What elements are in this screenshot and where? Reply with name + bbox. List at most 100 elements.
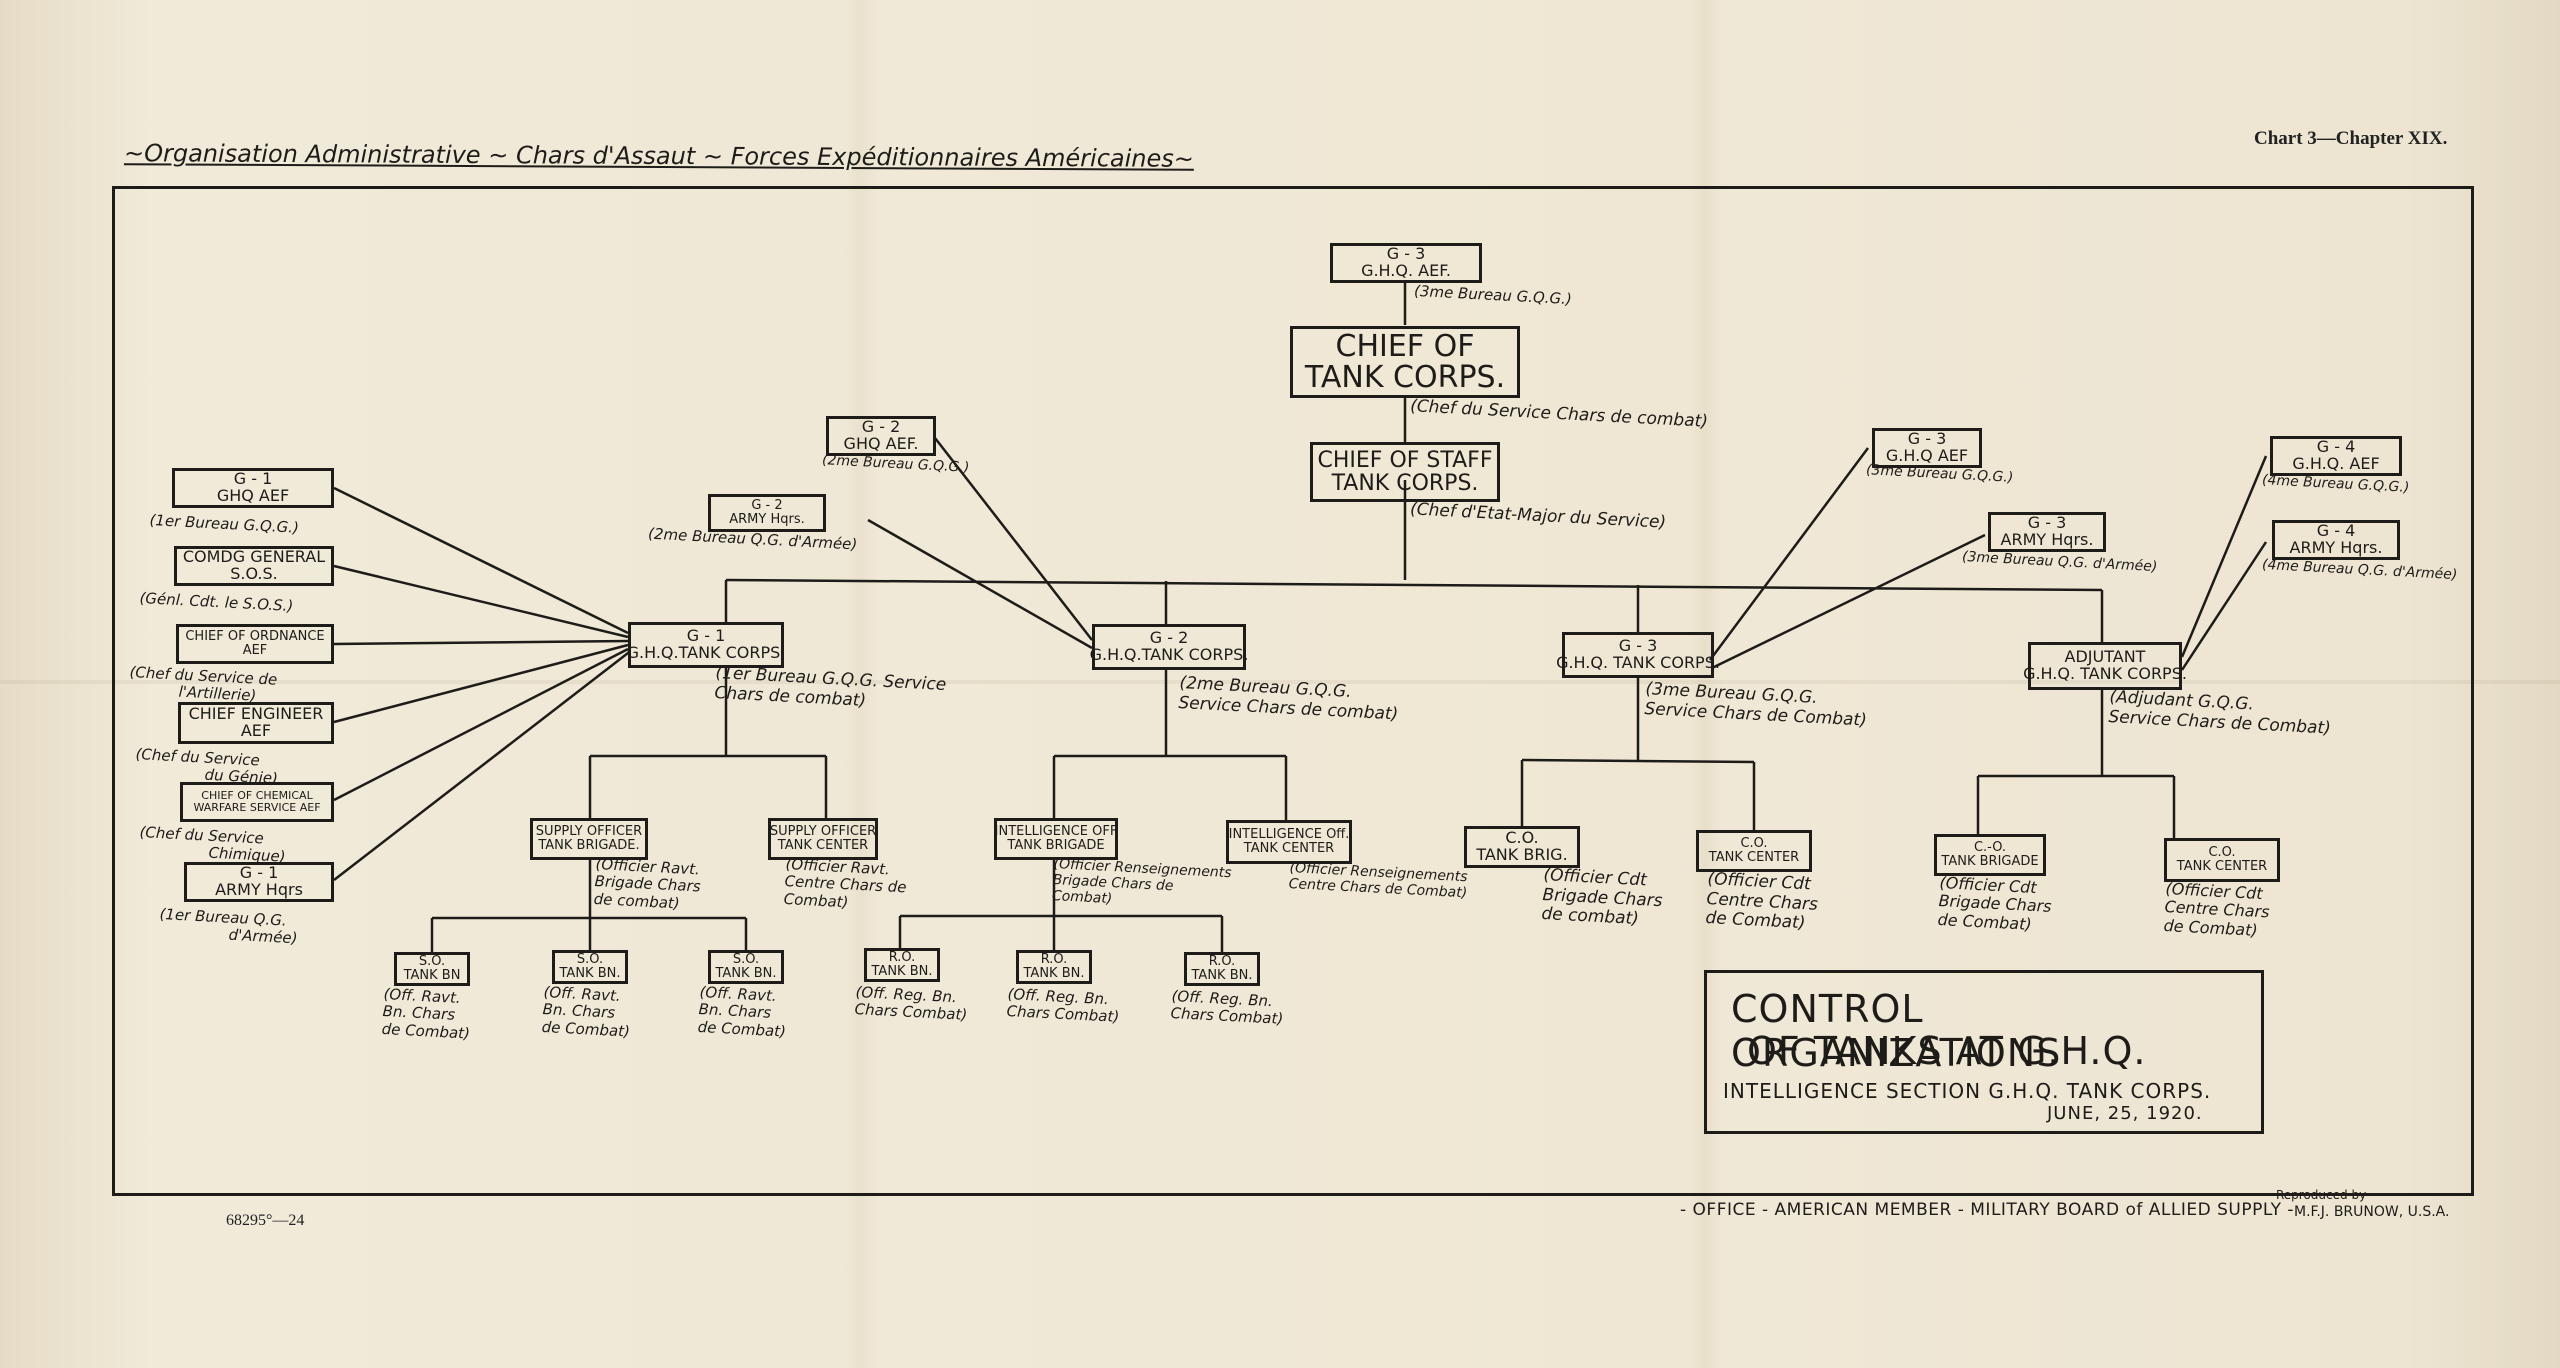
box-line-1: CHIEF OF — [1335, 328, 1475, 364]
box-line-2: TANK BN. — [1191, 968, 1253, 983]
chief-of-staff-box: CHIEF OF STAFF TANK CORPS. — [1310, 442, 1500, 502]
box-line-1: CHIEF OF STAFF — [1317, 447, 1493, 473]
box-line-1: G - 2 — [1149, 628, 1189, 648]
box-line-2: GHQ AEF — [216, 486, 290, 505]
box-line-2: S.O.S. — [230, 564, 278, 583]
box-line-1: CHIEF OF CHEMICAL — [201, 789, 313, 803]
fold-crease — [0, 680, 2560, 684]
box-line-2: TANK CORPS. — [1331, 471, 1479, 496]
box-line-2: AEF — [240, 721, 272, 740]
box-line-1: CHIEF ENGINEER — [188, 704, 324, 724]
box-line-2: G.H.Q. TANK CORPS. — [2023, 664, 2187, 683]
ro-tank-bn-3-box: R.O. TANK BN. — [1184, 952, 1260, 986]
g2-tank-corps-box: G - 2 G.H.Q.TANK CORPS. — [1090, 624, 1248, 670]
box-line-1: G - 4 — [2316, 437, 2356, 457]
box-line-2: TANK BN. — [871, 964, 933, 979]
co-tank-center-box: C.O. TANK CENTER — [1696, 830, 1812, 872]
box-line-2: TANK CENTER — [1243, 841, 1335, 856]
footer-office: - OFFICE - AMERICAN MEMBER - MILITARY BO… — [1680, 1200, 2294, 1220]
intelligence-off-center-box: INTELLIGENCE Off. TANK CENTER — [1226, 820, 1352, 864]
box-line-2: ARMY Hqrs — [215, 880, 303, 899]
box-line-2: ARMY Hqrs. — [729, 512, 805, 527]
box-line-1: G - 2 — [751, 498, 783, 514]
title-block: CONTROL ORGANIZATIONS OF TANKS AT G.H.Q.… — [1704, 970, 2264, 1134]
box-line-1: C.O. — [1740, 836, 1768, 852]
box-line-1: G - 1 — [239, 863, 279, 883]
g3-ghq-aef-box: G - 3 G.H.Q. AEF. — [1330, 243, 1482, 283]
g2-army-box: G - 2 ARMY Hqrs. — [708, 494, 826, 532]
box-line-2: G.H.Q. AEF — [2292, 454, 2380, 473]
box-line-2: G.H.Q. TANK CORPS. — [1556, 653, 1720, 672]
box-line-2: TANK BRIGADE — [1007, 838, 1105, 853]
ro-tank-bn-3-note: (Off. Reg. Bn.Chars Combat) — [1170, 987, 1284, 1028]
ro-tank-bn-1-note: (Off. Reg. Bn.Chars Combat) — [854, 983, 968, 1024]
title-line-1: CONTROL ORGANIZATIONS — [1731, 987, 2062, 1075]
g4-ghq-box: G - 4 G.H.Q. AEF — [2270, 436, 2402, 476]
box-line-2: TANK CORPS. — [1304, 360, 1506, 395]
box-line-1: INTELLIGENCE OFF — [994, 824, 1118, 840]
title-line-3: INTELLIGENCE SECTION G.H.Q. TANK CORPS. — [1723, 1079, 2212, 1103]
diagram-frame — [112, 186, 2474, 1196]
supply-officer-center-box: SUPPLY OFFICER TANK CENTER — [768, 818, 878, 860]
g3-tank-corps-box: G - 3 G.H.Q. TANK CORPS. — [1556, 632, 1720, 678]
adjutant-tank-corps-box: ADJUTANT G.H.Q. TANK CORPS. — [2023, 642, 2187, 690]
box-line-1: S.O. — [576, 952, 604, 968]
box-line-1: S.O. — [732, 952, 760, 968]
box-line-1: G - 3 — [1618, 636, 1658, 656]
box-line-1: C.O. — [1505, 828, 1539, 848]
box-line-2: TANK BN. — [715, 966, 777, 981]
box-line-1: C.-O. — [1973, 840, 2007, 856]
box-line-2: ARMY Hqrs. — [2000, 530, 2094, 549]
box-line-1: SUPPLY OFFICER — [769, 824, 877, 840]
ro-tank-bn-2-box: R.O. TANK BN. — [1016, 950, 1092, 984]
left-box-comdg-general: COMDG GENERAL S.O.S. — [174, 546, 334, 586]
box-line-2: GHQ AEF. — [843, 434, 919, 453]
g2-ghq-aef-box: G - 2 GHQ AEF. — [826, 416, 936, 456]
chart-reference: Chart 3—Chapter XIX. — [2254, 128, 2448, 149]
box-line-1: G - 1 — [233, 469, 273, 489]
box-line-2: TANK BRIG. — [1476, 845, 1568, 864]
title-date: JUNE, 25, 1920. — [2047, 1103, 2203, 1124]
left-box-g1-ghq: G - 1 GHQ AEF — [172, 468, 334, 508]
box-line-1: G - 3 — [1907, 429, 1947, 449]
co-tank-brig-box: C.O. TANK BRIG. — [1464, 826, 1580, 868]
box-line-1: C.O. — [2208, 845, 2236, 861]
box-line-1: INTELLIGENCE Off. — [1228, 827, 1350, 843]
intelligence-off-brigade-box: INTELLIGENCE OFF TANK BRIGADE — [994, 818, 1118, 860]
co-tank-brigade-box: C.-O. TANK BRIGADE — [1934, 834, 2046, 876]
box-line-2: TANK BN. — [559, 966, 621, 981]
left-box-chief-engineer: CHIEF ENGINEER AEF — [178, 702, 334, 744]
box-line-1: S.O. — [418, 954, 446, 970]
left-box-g1-army: G - 1 ARMY Hqrs — [184, 862, 334, 902]
box-line-1: CHIEF OF ORDNANCE — [185, 629, 325, 645]
left-note-g1-army: (1er Bureau Q.G.d'Armée) — [158, 905, 299, 948]
footer-reproduced: Reproduced by — [2276, 1188, 2367, 1202]
box-line-2: AEF — [242, 643, 268, 658]
footer-number: 68295°—24 — [226, 1212, 305, 1229]
title-line-2: OF TANKS AT G.H.Q. — [1747, 1029, 2147, 1073]
footer-reproducer: M.F.J. BRUNOW, U.S.A. — [2294, 1204, 2450, 1220]
box-line-2: TANK BN — [403, 968, 461, 983]
box-line-1: G - 2 — [861, 417, 901, 437]
box-line-1: G - 3 — [1386, 244, 1426, 264]
box-line-1: R.O. — [1208, 954, 1236, 970]
g4-army-box: G - 4 ARMY Hqrs. — [2272, 520, 2400, 560]
box-line-1: G - 3 — [2027, 513, 2067, 533]
box-line-2: TANK BRIGADE. — [538, 838, 640, 853]
chief-of-tank-corps-box: CHIEF OF TANK CORPS. — [1290, 326, 1520, 398]
ro-tank-bn-1-box: R.O. TANK BN. — [864, 948, 940, 982]
so-tank-bn-3-box: S.O. TANK BN. — [708, 950, 784, 984]
box-line-2: WARFARE SERVICE AEF — [193, 801, 321, 814]
box-line-1: COMDG GENERAL — [182, 547, 326, 567]
supply-officer-brigade-box: SUPPLY OFFICER TANK BRIGADE. — [530, 818, 648, 860]
